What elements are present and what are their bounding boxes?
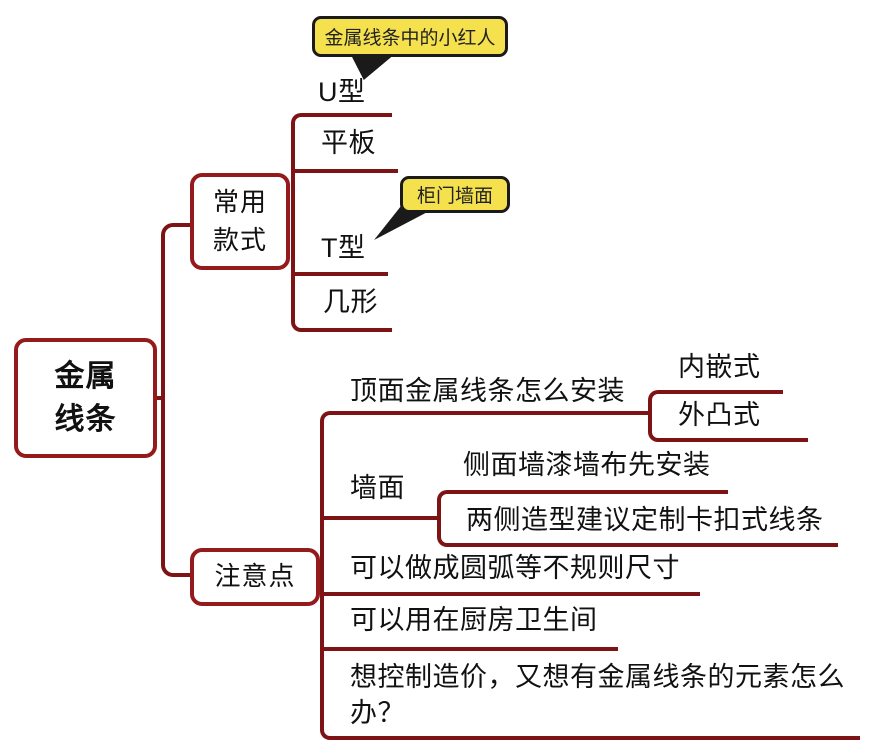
connector-kitchen-underline	[320, 647, 618, 651]
node-attention-points-label: 注意点	[214, 561, 296, 592]
callout-t-type[interactable]: 柜门墙面	[400, 176, 510, 213]
node-attention-points[interactable]: 注意点	[190, 548, 320, 606]
node-common-styles-label: 常用款式	[212, 186, 267, 255]
connector-flat-plate-underline	[291, 169, 398, 173]
node-wall[interactable]: 墙面	[350, 473, 405, 503]
connector-notes-bracket	[320, 411, 648, 740]
connector-main-bracket	[161, 223, 190, 577]
node-embedded[interactable]: 内嵌式	[678, 352, 761, 382]
callout-t-type-label: 柜门墙面	[416, 186, 493, 207]
node-protruding[interactable]: 外凸式	[678, 400, 761, 430]
connector-cost-underline-ext	[648, 736, 860, 740]
connector-snapon-underline-ext	[728, 543, 838, 547]
connector-t-type-underline	[291, 272, 388, 276]
node-t-type[interactable]: T型	[321, 233, 366, 263]
connector-ceiling-sub-bracket	[648, 390, 783, 442]
connector-wall-underline	[320, 516, 439, 520]
node-arc-irregular[interactable]: 可以做成圆弧等不规则尺寸	[350, 553, 680, 583]
connector-root-stub	[153, 396, 163, 400]
node-root[interactable]: 金属线条	[14, 338, 157, 458]
node-snap-on-trim[interactable]: 两侧造型建议定制卡扣式线条	[466, 505, 824, 535]
connector-arc-underline	[320, 592, 700, 596]
connector-protruding-underline-ext	[783, 438, 808, 442]
node-ji-shape[interactable]: 几形	[323, 287, 378, 317]
node-kitchen-bathroom[interactable]: 可以用在厨房卫生间	[350, 605, 598, 635]
node-ceiling-install[interactable]: 顶面金属线条怎么安装	[350, 376, 625, 406]
node-cost-control[interactable]: 想控制造价，又想有金属线条的元素怎么办？	[350, 662, 845, 729]
callout-u-type-label: 金属线条中的小红人	[324, 28, 496, 49]
node-common-styles[interactable]: 常用款式	[190, 173, 290, 270]
node-flat-plate[interactable]: 平板	[321, 128, 376, 158]
node-root-label: 金属线条	[54, 359, 117, 437]
connector-wall-sub-bracket	[437, 490, 728, 547]
node-u-type[interactable]: U型	[318, 77, 366, 107]
connector-styles-bracket	[291, 113, 392, 332]
callout-u-type[interactable]: 金属线条中的小红人	[312, 16, 508, 57]
node-wall-paint-first[interactable]: 侧面墙漆墙布先安装	[463, 450, 711, 480]
